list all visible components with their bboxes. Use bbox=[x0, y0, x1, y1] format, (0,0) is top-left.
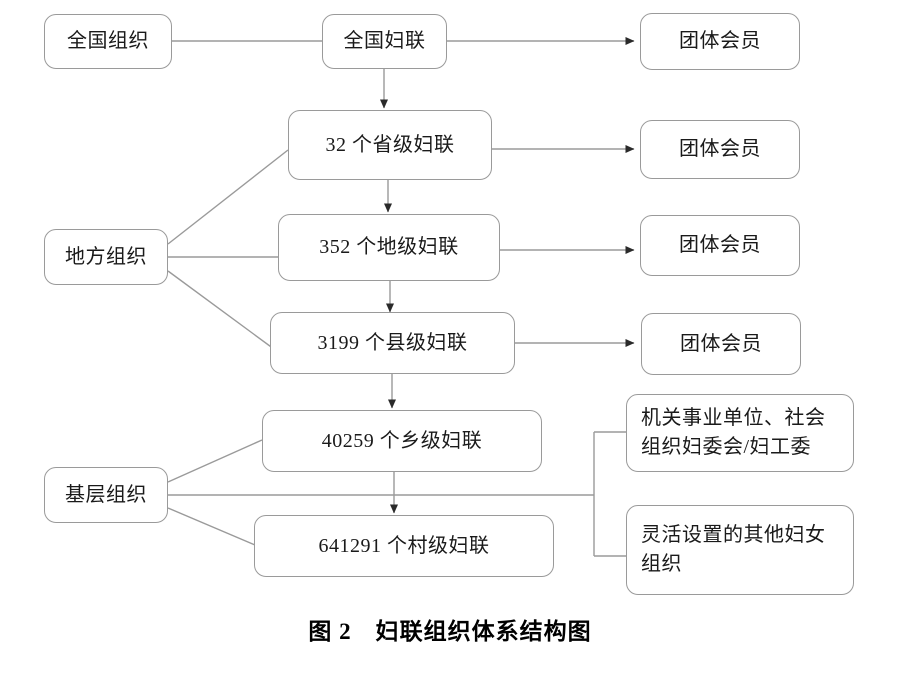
node-group-member-4[interactable]: 团体会员 bbox=[641, 313, 801, 375]
category-box-local[interactable]: 地方组织 bbox=[44, 229, 168, 285]
category-label-national: 全国组织 bbox=[67, 30, 149, 52]
category-box-national[interactable]: 全国组织 bbox=[44, 14, 172, 69]
node-provincial-federations[interactable]: 32 个省级妇联 bbox=[288, 110, 492, 180]
node-label-prefecture-federations: 352 个地级妇联 bbox=[319, 236, 459, 258]
node-prefecture-federations[interactable]: 352 个地级妇联 bbox=[278, 214, 500, 281]
node-group-member-2[interactable]: 团体会员 bbox=[640, 120, 800, 179]
figure-caption: 图 2 妇联组织体系结构图 bbox=[308, 619, 592, 644]
node-label-village-federations: 641291 个村级妇联 bbox=[318, 534, 490, 557]
node-work-unit-committee[interactable]: 机关事业单位、社会 组织妇委会/妇工委 bbox=[626, 394, 854, 472]
category-label-local: 地方组织 bbox=[65, 245, 147, 268]
node-label-township-federations: 40259 个乡级妇联 bbox=[321, 429, 483, 452]
node-label-county-federations: 3199 个县级妇联 bbox=[317, 331, 468, 354]
category-box-grassroots[interactable]: 基层组织 bbox=[44, 467, 168, 523]
edge-grassroots-to-village bbox=[167, 507, 263, 549]
node-label-group-member-3: 团体会员 bbox=[679, 234, 761, 256]
edge-local-group-to-county bbox=[167, 270, 279, 353]
node-label-flexible-organization: 灵活设置的其他妇女 组织 bbox=[641, 524, 826, 575]
node-county-federations[interactable]: 3199 个县级妇联 bbox=[270, 312, 515, 374]
edge-grassroots-to-township bbox=[167, 439, 263, 483]
node-village-federations[interactable]: 641291 个村级妇联 bbox=[254, 515, 554, 577]
node-township-federations[interactable]: 40259 个乡级妇联 bbox=[262, 410, 542, 472]
node-label-national-federation: 全国妇联 bbox=[343, 30, 426, 52]
node-flexible-organization[interactable]: 灵活设置的其他妇女 组织 bbox=[626, 505, 854, 595]
node-label-group-member-1: 团体会员 bbox=[679, 30, 761, 52]
node-national-federation[interactable]: 全国妇联 bbox=[322, 14, 447, 69]
category-label-grassroots: 基层组织 bbox=[65, 483, 147, 506]
node-label-provincial-federations: 32 个省级妇联 bbox=[325, 133, 455, 156]
node-label-group-member-4: 团体会员 bbox=[680, 332, 762, 355]
node-label-group-member-2: 团体会员 bbox=[679, 138, 761, 160]
edge-local-group-to-provincial bbox=[167, 149, 289, 245]
node-group-member-3[interactable]: 团体会员 bbox=[640, 215, 800, 276]
node-label-work-unit-committee: 机关事业单位、社会 组织妇委会/妇工委 bbox=[641, 407, 826, 458]
node-group-member-1[interactable]: 团体会员 bbox=[640, 13, 800, 70]
